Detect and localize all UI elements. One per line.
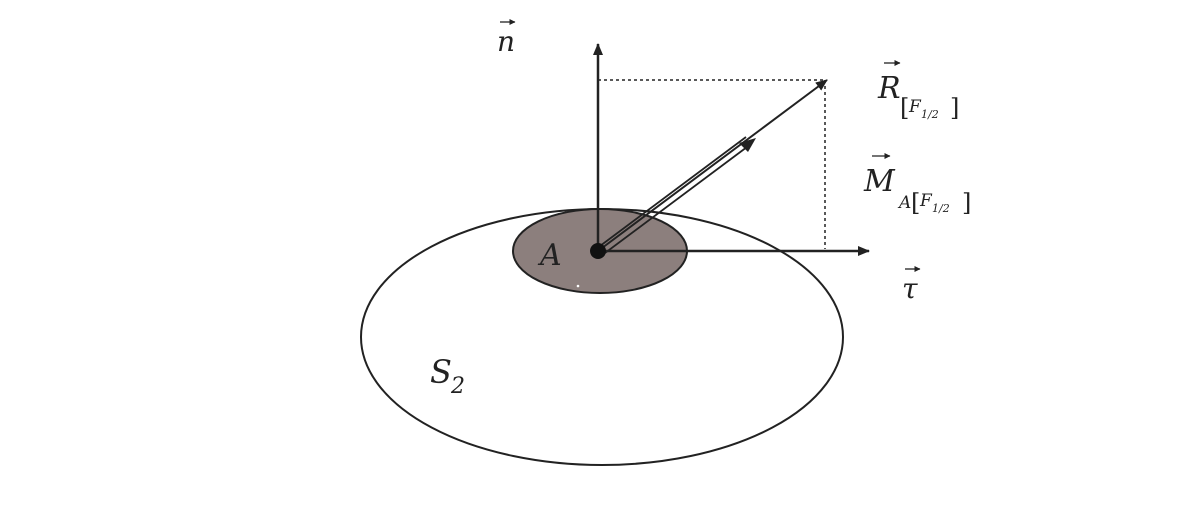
label-m-sub-f: F [919,191,933,211]
moment-arrow-line-2 [595,136,747,250]
moment-arrow-line-1 [600,143,752,257]
point-a-dot [590,243,606,259]
label-m-bracket-open: [ [911,189,920,217]
label-r-bracket-close: ] [950,94,959,122]
label-n: n [497,25,515,58]
label-m-bracket-close: ] [962,189,971,217]
label-tau: τ [902,272,918,305]
label-s-sub: 2 [450,374,465,399]
label-s: S [430,353,452,391]
label-normal: n [497,19,516,58]
label-tangent: τ [902,266,921,305]
label-resultant: R [ F 1/2 ] [877,60,959,122]
label-moment: M A [ F 1/2 ] [863,153,971,217]
label-r-sub-f: F [908,97,922,117]
label-r: R [877,71,901,106]
label-m: M [863,164,896,199]
contact-speck [576,284,580,288]
label-r-bracket-open: [ [900,94,909,122]
label-r-sub-idx: 1/2 [921,108,939,121]
label-m-sub-idx: 1/2 [932,202,950,215]
label-point-a: A [537,238,562,273]
resultant-force-arrow [597,79,828,252]
label-m-sub-a: A [897,193,911,213]
label-surface: S 2 [430,353,465,399]
moment-arrow-head [739,138,756,152]
